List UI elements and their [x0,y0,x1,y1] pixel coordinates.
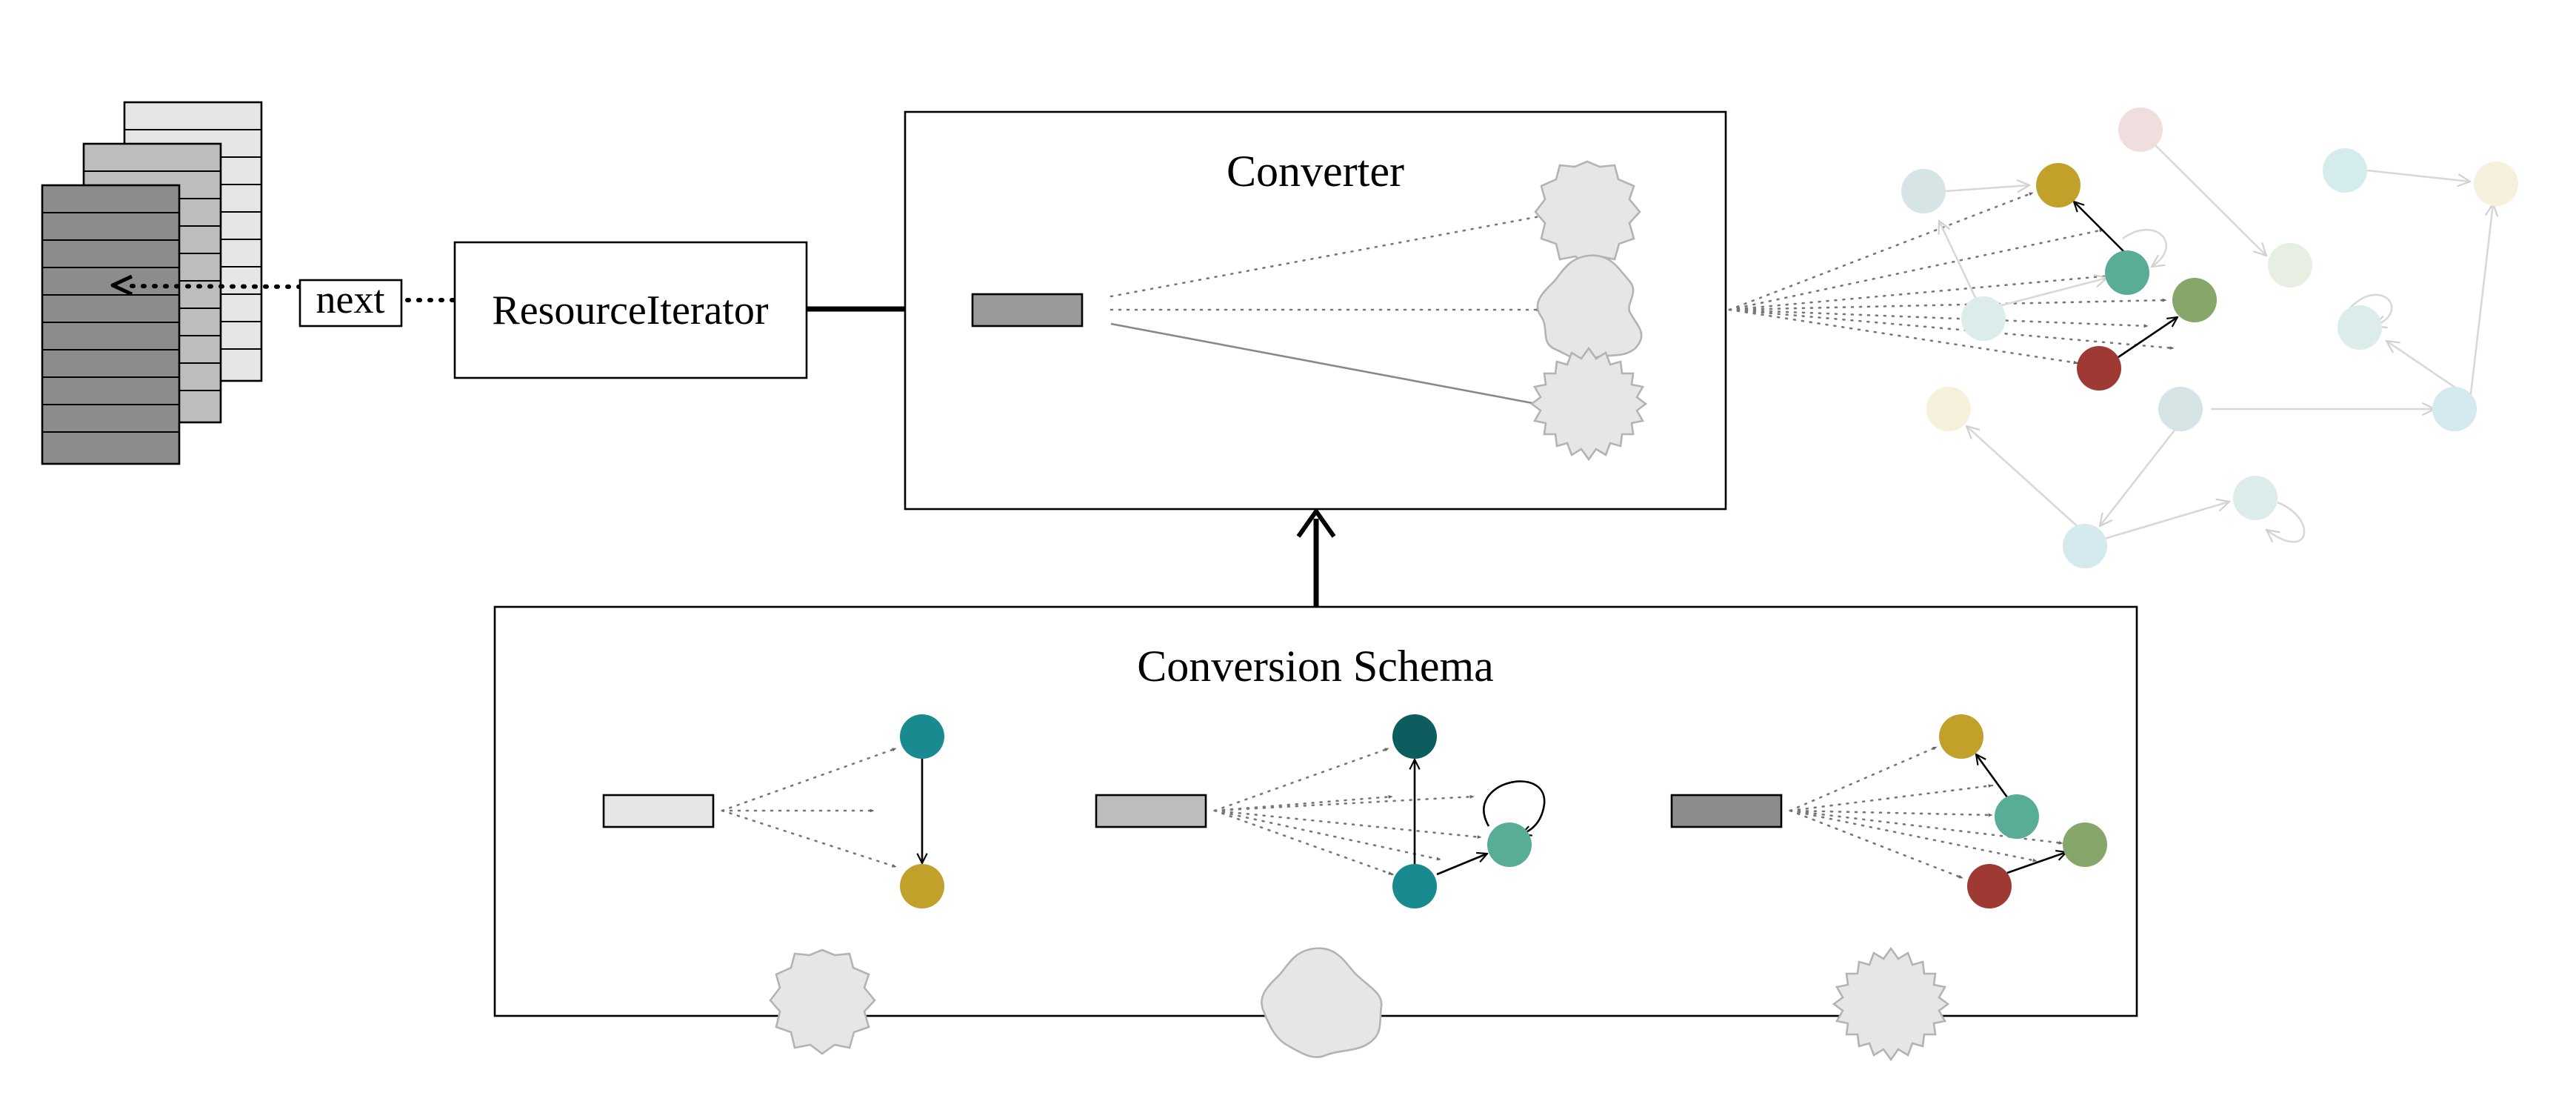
schema-resource-bar-icon [602,794,715,828]
graph-node-icon [2105,250,2149,295]
output-fan-edges [1728,191,2175,365]
schema-resource-bar-icon [1095,794,1207,828]
faded-nodes [1901,107,2518,568]
conversion-schema-box: Conversion Schema [493,605,2138,1062]
graph-node-icon [1967,864,2012,908]
next-label-box: next [298,277,403,328]
schema-rule-2 [1095,714,1546,1058]
graph-node-icon [2172,278,2217,322]
graph-node-icon [2158,387,2203,431]
graph-node-icon [2474,162,2518,206]
graph-node-icon [900,864,944,908]
conversion-schema-title: Conversion Schema [1137,642,1494,691]
graph-node-icon [2323,148,2367,193]
graph-node-icon [2036,163,2081,207]
graph-node-icon [1961,296,2006,341]
graph-node-icon [2338,305,2382,350]
graph-node-icon [2432,387,2477,431]
graph-node-icon [2063,822,2107,867]
graph-node-icon [1939,714,1983,759]
schema-gear-icon-3 [1832,946,1950,1062]
schema-to-converter-arrow [1296,509,1336,608]
output-graph [1728,107,2518,568]
graph-node-icon [2118,107,2163,152]
graph-node-icon [1392,864,1437,908]
converter-box: Converter [904,110,1727,511]
schema-rule-3 [1670,714,2107,1062]
next-arrow [110,274,456,302]
graph-node-icon [2233,476,2278,520]
converter-gear-icon-3 [1529,346,1648,462]
graph-node-icon [1487,822,1532,867]
schema-rule-1 [602,714,944,1055]
graph-node-icon [1926,387,1971,431]
stacked-documents-icon [41,101,263,465]
schema-gear-icon-2 [1261,947,1383,1058]
schema-gear-icon-1 [769,948,876,1055]
graph-node-icon [1995,794,2039,839]
graph-node-icon [1392,714,1437,759]
graph-node-icon [900,714,944,759]
graph-node-icon [2063,524,2107,568]
faded-edges [1939,142,2493,543]
resource-iterator-label: ResourceIterator [492,288,768,333]
resource-iterator-box: ResourceIterator [453,241,808,379]
graph-node-icon [2077,346,2121,391]
graph-node-icon [2268,243,2312,288]
graph-node-icon [1901,169,1946,213]
document-sheet-front [41,184,181,465]
converter-title: Converter [1227,147,1404,196]
next-label: next [316,277,385,322]
schema-resource-bar-icon [1670,794,1783,828]
converter-resource-bar-icon [971,293,1084,328]
